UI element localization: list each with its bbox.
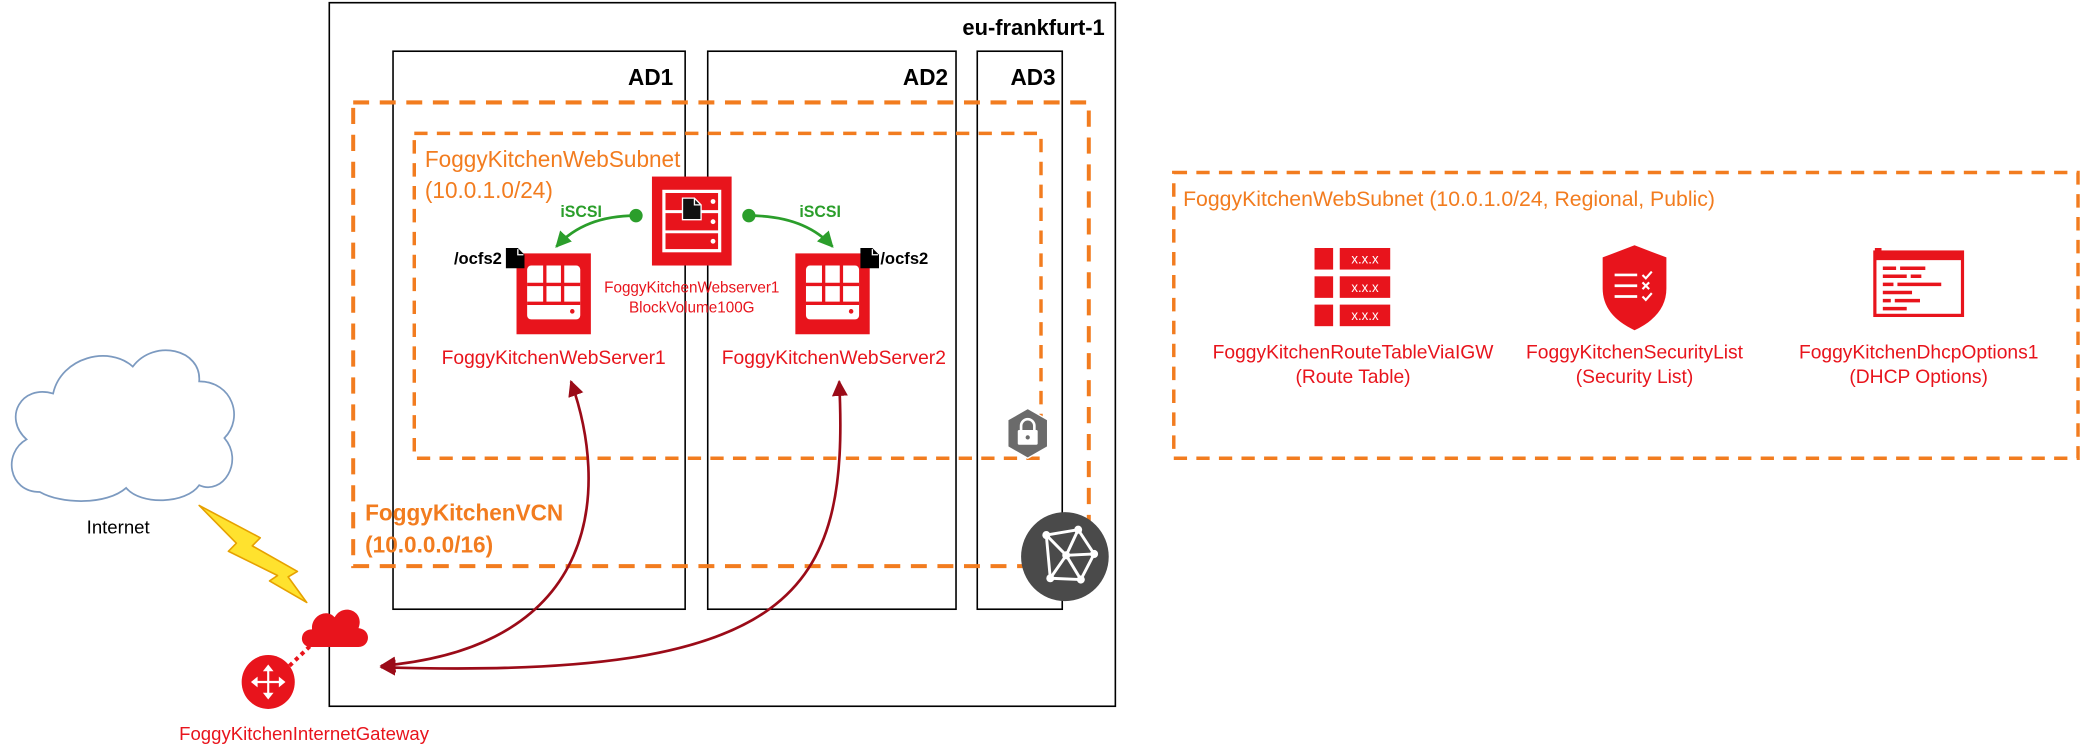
iscsi-dot-left: [629, 208, 643, 223]
vcn-node: [1076, 575, 1085, 584]
route-table-kind: (Route Table): [1295, 366, 1410, 388]
mount-label-left: /ocfs2: [454, 249, 502, 268]
dhcp-options-icon: [1873, 248, 1965, 318]
router-arrowhead: [262, 664, 274, 672]
lock-shield-icon: [1007, 407, 1049, 460]
vcn-node: [1074, 525, 1083, 534]
block-volume-instance: FoggyKitchenWebserver1: [604, 279, 779, 296]
route-row: [1339, 248, 1391, 270]
compute-grid: [805, 265, 860, 305]
block-volume-led: [710, 199, 716, 204]
compute-led: [848, 309, 854, 314]
document-icon: [860, 248, 880, 269]
dhcp-window-button: [1874, 248, 1882, 254]
vcn-node: [1046, 574, 1055, 583]
block-volume-name: BlockVolume100G: [629, 300, 755, 317]
security-rules: [1614, 273, 1638, 298]
document-page: [860, 248, 880, 269]
dhcp-options-kind: (DHCP Options): [1849, 366, 1988, 388]
block-volume-document-fold: [693, 198, 701, 206]
document-page: [505, 248, 525, 269]
compute-grid: [527, 265, 581, 305]
router-arrowhead: [250, 676, 258, 688]
subnet-name: FoggyKitchenWebSubnet: [425, 146, 681, 172]
document-fold: [871, 249, 878, 256]
gateway-server2-connection: [379, 379, 848, 676]
route-row: [1339, 304, 1391, 327]
region-box: [328, 1, 1117, 708]
internet-gateway-label: FoggyKitchenInternetGateway: [179, 723, 430, 744]
dhcp-titlebar: [1874, 252, 1963, 261]
vcn-node: [1042, 531, 1051, 540]
iscsi-arrow-left: [555, 214, 637, 248]
block-volume-document-icon: [681, 197, 702, 221]
ad3-label: AD3: [1010, 64, 1055, 90]
server2-label: FoggyKitchenWebServer2: [722, 347, 946, 369]
vcn-name: FoggyKitchenVCN: [365, 499, 563, 525]
internet-label: Internet: [87, 517, 151, 538]
internet-gateway-icon: [241, 609, 368, 709]
security-list-name: FoggyKitchenSecurityList: [1526, 341, 1744, 363]
lock-keyhole: [1025, 435, 1030, 440]
route-row-marker: [1314, 248, 1334, 270]
block-volume-led: [710, 238, 716, 244]
vcn-boundary: [351, 100, 1091, 569]
lightning-icon: [198, 504, 308, 604]
route-row-text: x.x.x: [1351, 280, 1379, 295]
compute-body: [527, 265, 581, 320]
mount-label-right: /ocfs2: [880, 249, 928, 268]
route-table-name: FoggyKitchenRouteTableViaIGW: [1213, 341, 1494, 363]
gateway-cloud: [301, 609, 368, 647]
ad1-label: AD1: [628, 64, 673, 90]
block-volume-icon: [651, 176, 732, 266]
iscsi-arrow-right: [748, 214, 834, 248]
dhcp-options-name: FoggyKitchenDhcpOptions1: [1799, 341, 2038, 363]
vcn-cidr: (10.0.0.0/16): [365, 531, 493, 557]
vcn-node: [1062, 551, 1071, 560]
security-list-icon: [1602, 245, 1667, 331]
ad2-label: AD2: [903, 64, 948, 90]
route-row-text: x.x.x: [1351, 308, 1379, 323]
iscsi-link-right: [742, 208, 834, 248]
compute-instance-icon: [516, 253, 591, 335]
server1-label: FoggyKitchenWebServer1: [442, 347, 666, 369]
router-arrowhead: [278, 676, 286, 688]
document-icon: [505, 248, 525, 269]
security-checks: [1641, 270, 1653, 302]
subnet-details-boundary: [1172, 170, 2080, 461]
route-table-icon: x.x.x x.x.x x.x.x: [1314, 248, 1391, 327]
iscsi-link-left: [555, 208, 643, 248]
route-row-text: x.x.x: [1351, 251, 1379, 266]
subnet-details-title: FoggyKitchenWebSubnet (10.0.1.0/24, Regi…: [1183, 187, 1715, 211]
ad3-box: [976, 50, 1064, 611]
region-label: eu-frankfurt-1: [962, 15, 1104, 40]
block-volume-frame: [662, 189, 722, 253]
route-row: [1339, 276, 1391, 298]
gateway-dotted-link: [288, 641, 315, 668]
security-shield: [1602, 245, 1667, 331]
security-list-kind: (Security List): [1576, 366, 1694, 388]
vcn-icon: [1021, 512, 1109, 602]
compute-body: [805, 265, 860, 320]
router-arrowhead: [262, 692, 274, 700]
lock-shackle: [1019, 417, 1036, 432]
route-row-marker: [1314, 304, 1334, 327]
block-volume-led: [710, 219, 716, 225]
vcn-mesh: [1044, 528, 1096, 582]
iscsi-label-left: iSCSI: [560, 203, 602, 221]
subnet-cidr: (10.0.1.0/24): [425, 177, 553, 203]
iscsi-label-right: iSCSI: [799, 203, 841, 221]
gateway-router-arrows: [256, 669, 281, 695]
vcn-node: [1090, 549, 1099, 558]
route-row-marker: [1314, 276, 1334, 298]
dhcp-lines: [1882, 266, 1942, 311]
document-fold: [517, 249, 524, 256]
compute-instance-icon: [795, 253, 870, 335]
cloud-icon: [10, 349, 235, 502]
compute-led: [570, 309, 575, 314]
